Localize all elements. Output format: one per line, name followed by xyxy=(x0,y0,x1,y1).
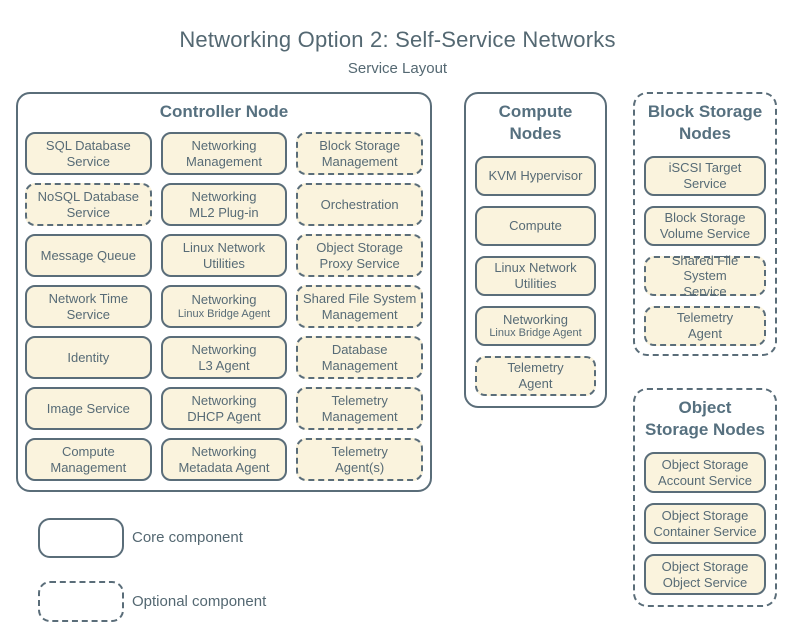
service-label: Networking ML2 Plug-in xyxy=(189,188,259,220)
service-box-object-storage-container-service: Object Storage Container Service xyxy=(644,503,766,544)
controller-node-services: SQL Database Service Networking Managemen… xyxy=(18,123,430,491)
service-box-telemetry-agent: Telemetry Agent xyxy=(475,356,596,396)
diagram-subtitle: Service Layout xyxy=(347,60,448,77)
legend-optional-component-sample xyxy=(38,581,124,622)
service-box-networking-dhcp-agent: Networking DHCP Agent xyxy=(160,387,288,430)
service-box-block-storage-volume-service: Block Storage Volume Service xyxy=(644,206,766,246)
service-label: Shared File System Management xyxy=(302,290,417,322)
service-box-image-service: Image Service xyxy=(25,387,152,430)
service-box-database-management: Database Management xyxy=(296,336,423,379)
service-label: iSCSI Target Service xyxy=(668,160,742,191)
service-box-object-storage-proxy-service: Object Storage Proxy Service xyxy=(296,234,423,277)
legend-optional-component-label: Optional component xyxy=(132,593,267,610)
block-storage-nodes-group: Block Storage Nodes iSCSI Target Service… xyxy=(633,92,777,356)
service-label: Object Storage Proxy Service xyxy=(316,239,404,271)
legend-core-component-label: Core component xyxy=(132,529,243,546)
service-box-nosql-database-service: NoSQL Database Service xyxy=(25,183,152,226)
service-label: Networking xyxy=(191,292,257,308)
service-label: Compute xyxy=(509,218,562,234)
object-storage-nodes-group: Object Storage Nodes Object Storage Acco… xyxy=(633,388,777,607)
service-label: Linux Network Utilities xyxy=(182,239,266,271)
service-label: Object Storage Container Service xyxy=(653,507,757,539)
legend-core-component-sample xyxy=(38,518,124,558)
service-box-telemetry-agent-s: Telemetry Agent(s) xyxy=(296,438,423,481)
service-box-block-storage-management: Block Storage Management xyxy=(296,132,423,175)
service-box-kvm-hypervisor: KVM Hypervisor xyxy=(475,156,596,196)
service-box-networking-management: Networking Management xyxy=(160,132,288,175)
diagram-title: Networking Option 2: Self-Service Networ… xyxy=(179,27,616,52)
service-label: Image Service xyxy=(46,400,130,416)
service-box-compute: Compute xyxy=(475,206,596,246)
service-box-compute-management: Compute Management xyxy=(25,438,152,481)
service-box-orchestration: Orchestration xyxy=(296,183,423,226)
service-box-message-queue: Message Queue xyxy=(25,234,152,277)
service-box-linux-network-utilities: Linux Network Utilities xyxy=(475,256,596,296)
service-box-linux-network-utilities: Linux Network Utilities xyxy=(160,234,288,277)
service-box-shared-file-system-service: Shared File System Service xyxy=(644,253,766,299)
service-label: Telemetry Agent(s) xyxy=(331,443,388,475)
service-box-networking-ml2-plug-in: Networking ML2 Plug-in xyxy=(160,183,288,226)
service-box-sql-database-service: SQL Database Service xyxy=(25,132,152,175)
service-label: Message Queue xyxy=(40,247,137,263)
service-box-object-storage-account-service: Object Storage Account Service xyxy=(644,452,766,493)
service-label: Telemetry Management xyxy=(321,392,398,424)
service-label: Block Storage Management xyxy=(319,137,401,169)
service-label: Networking Metadata Agent xyxy=(178,443,270,475)
service-label: Networking Management xyxy=(186,137,262,169)
service-label: Compute Management xyxy=(50,443,127,475)
service-label: Object Storage Account Service xyxy=(658,456,752,488)
service-box-telemetry-management: Telemetry Management xyxy=(296,387,423,430)
service-sublabel: Linux Bridge Agent xyxy=(177,307,271,320)
service-label: KVM Hypervisor xyxy=(488,168,583,184)
service-box-identity: Identity xyxy=(25,336,152,379)
service-label: Network Time Service xyxy=(48,290,129,322)
service-label: Orchestration xyxy=(320,196,399,212)
service-sublabel: Linux Bridge Agent xyxy=(489,327,582,340)
service-box-iscsi-target-service: iSCSI Target Service xyxy=(644,156,766,196)
group-title-block-storage-nodes: Block Storage Nodes xyxy=(647,102,763,143)
group-title-object-storage-nodes: Object Storage Nodes xyxy=(645,398,765,439)
service-label: Identity xyxy=(67,349,110,365)
service-label: Shared File System Service xyxy=(671,252,739,299)
service-box-networking-l3-agent: Networking L3 Agent xyxy=(160,336,288,379)
service-label: Networking xyxy=(502,311,569,327)
service-label: Database Management xyxy=(321,341,398,373)
service-label: Telemetry Agent xyxy=(507,360,564,391)
service-box-object-storage-object-service: Object Storage Object Service xyxy=(644,554,766,595)
service-label: SQL Database Service xyxy=(45,137,131,169)
service-label: Networking DHCP Agent xyxy=(187,392,261,424)
service-box-network-time-service: Network Time Service xyxy=(25,285,152,328)
service-box-telemetry-agent: Telemetry Agent xyxy=(644,306,766,346)
service-label: Networking L3 Agent xyxy=(191,341,257,373)
service-label: Block Storage Volume Service xyxy=(659,210,751,241)
group-title-compute-nodes: Compute Nodes xyxy=(498,102,573,143)
service-label: NoSQL Database Service xyxy=(37,188,140,220)
service-label: Object Storage Object Service xyxy=(661,558,749,590)
group-title-controller-node: Controller Node xyxy=(159,102,289,121)
service-box-shared-file-system-management: Shared File System Management xyxy=(296,285,423,328)
service-label: Linux Network Utilities xyxy=(494,260,577,291)
service-box-networking-metadata-agent: Networking Metadata Agent xyxy=(160,438,288,481)
service-label: Telemetry Agent xyxy=(676,310,734,341)
